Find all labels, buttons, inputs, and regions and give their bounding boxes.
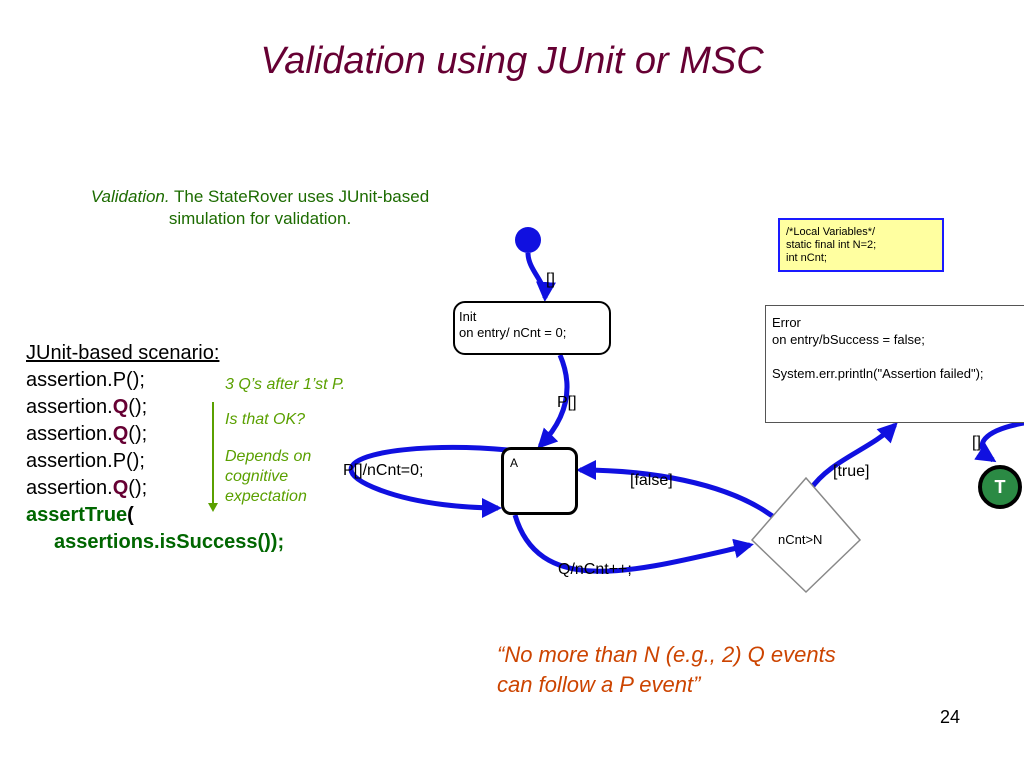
note-depends-3: expectation: [225, 488, 307, 505]
error-state-name: Error: [772, 315, 801, 330]
initial-node: [515, 227, 541, 253]
error-state-print: System.err.println("Assertion failed");: [772, 366, 984, 381]
intro-rest: The StateRover uses JUnit-based: [169, 187, 430, 206]
scenario-line-1: assertion.P();: [26, 369, 145, 391]
init-state-name: Init: [459, 309, 477, 324]
scenario-line-4: assertion.P();: [26, 450, 145, 472]
scenario-call: assertion.: [26, 396, 113, 418]
scenario-line-5: assertion.Q();: [26, 475, 284, 502]
scenario-line-2: assertion.Q();: [26, 394, 284, 421]
intro-text: Validation. The StateRover uses JUnit-ba…: [50, 186, 470, 230]
scenario-line-6: assertTrue(: [26, 502, 284, 529]
intro-lead: Validation.: [90, 187, 170, 206]
q-transition-label: Q/nCnt++;: [558, 561, 632, 578]
note-arrow-head: [208, 503, 218, 512]
assert-paren: (: [127, 504, 134, 526]
quote-text: “No more than N (e.g., 2) Q events can f…: [497, 640, 836, 700]
quote-line-1: “No more than N (e.g., 2) Q events: [497, 642, 836, 667]
note-depends-1: Depends on: [225, 448, 312, 465]
scenario-line-3: assertion.Q();: [26, 421, 284, 448]
scenario-paren: ();: [128, 477, 148, 499]
false-arrow: [576, 460, 782, 524]
init-state-entry: on entry/ nCnt = 0;: [459, 325, 567, 340]
assert-true: assertTrue: [26, 504, 128, 526]
a-state-name: A: [510, 456, 519, 470]
error-state-entry: on entry/bSuccess = false;: [772, 332, 925, 347]
local-variables-box: /*Local Variables*/ static final int N=2…: [778, 218, 944, 272]
p-arrow: [537, 354, 570, 449]
scenario-q: Q: [112, 396, 129, 418]
scenario-q: Q: [112, 423, 129, 445]
note-is-that-ok: Is that OK?: [225, 411, 306, 428]
initial-transition-label: []: [546, 271, 555, 288]
q-arrow: [512, 514, 754, 574]
error-state: Error on entry/bSuccess = false; System.…: [765, 305, 1024, 423]
scenario-line-7: assertions.isSuccess());: [54, 531, 285, 553]
scenario-call: assertion.: [26, 423, 113, 445]
local-var-line-3: int nCnt;: [786, 252, 827, 264]
scenario-heading: JUnit-based scenario:: [26, 342, 220, 364]
true-label: [true]: [833, 463, 870, 480]
init-state: Init on entry/ nCnt = 0;: [453, 301, 611, 355]
scenario-q: Q: [112, 477, 129, 499]
junit-scenario: JUnit-based scenario: assertion.P(); ass…: [26, 340, 284, 556]
local-var-line-1: /*Local Variables*/: [786, 226, 876, 238]
quote-line-2: can follow a P event”: [497, 672, 701, 697]
note-depends: Depends on cognitive expectation: [225, 447, 311, 507]
final-transition-label: []: [972, 434, 981, 451]
scenario-call: assertion.: [26, 477, 113, 499]
page-number: 24: [940, 707, 961, 727]
self-loop-arrow: [348, 444, 509, 518]
true-arrow: [807, 422, 898, 492]
false-label: [false]: [630, 472, 673, 489]
scenario-paren: ();: [128, 396, 148, 418]
intro-line2: simulation for validation.: [168, 209, 352, 228]
slide-title: Validation using JUnit or MSC: [260, 40, 764, 82]
final-arrow: [974, 420, 1024, 463]
local-var-line-2: static final int N=2;: [786, 239, 877, 251]
condition-diamond: [750, 476, 862, 594]
self-loop-label: P[]/nCnt=0;: [343, 462, 424, 479]
note-depends-2: cognitive: [225, 468, 289, 485]
scenario-paren: ();: [128, 423, 148, 445]
a-state: A: [501, 447, 578, 515]
terminal-node: T: [978, 465, 1022, 509]
p-transition-label: P[]: [557, 394, 577, 411]
note-three-qs: 3 Q’s after 1’st P.: [225, 376, 346, 393]
initial-arrow: [525, 252, 556, 302]
condition-label: nCnt>N: [778, 532, 823, 547]
